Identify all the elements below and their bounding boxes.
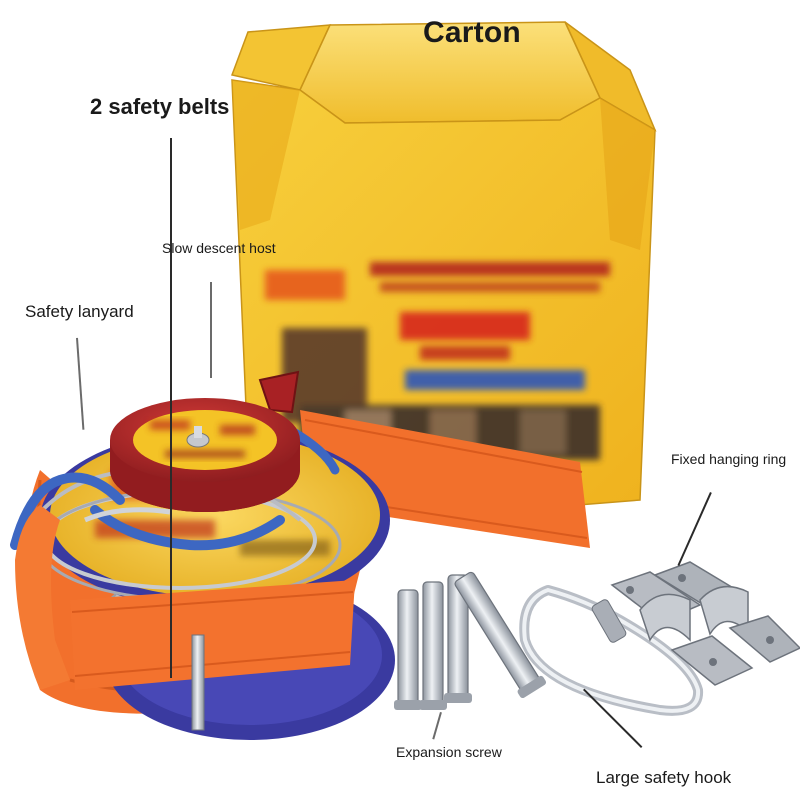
- slow-descent-host-leader: [210, 282, 212, 378]
- fixed-hanging-ring-label: Fixed hanging ring: [671, 451, 787, 467]
- expansion-screw-label: Expansion screw: [396, 744, 502, 760]
- safety-belts-leader: [170, 138, 172, 678]
- carton-label: Carton: [423, 16, 521, 49]
- slow-descent-host-label: Slow descent host: [162, 240, 276, 256]
- large-safety-hook: [519, 585, 704, 716]
- safety-belt-front: [15, 505, 355, 731]
- large-safety-hook-label: Large safety hook: [596, 768, 732, 787]
- safety-lanyard-label: Safety lanyard: [25, 302, 134, 321]
- slow-descent-host: [110, 370, 300, 512]
- fixed-hanging-rings: [610, 561, 800, 686]
- safety-belts-label: 2 safety belts: [90, 94, 230, 119]
- expansion-screws: [394, 571, 547, 710]
- carton-box: [230, 21, 657, 506]
